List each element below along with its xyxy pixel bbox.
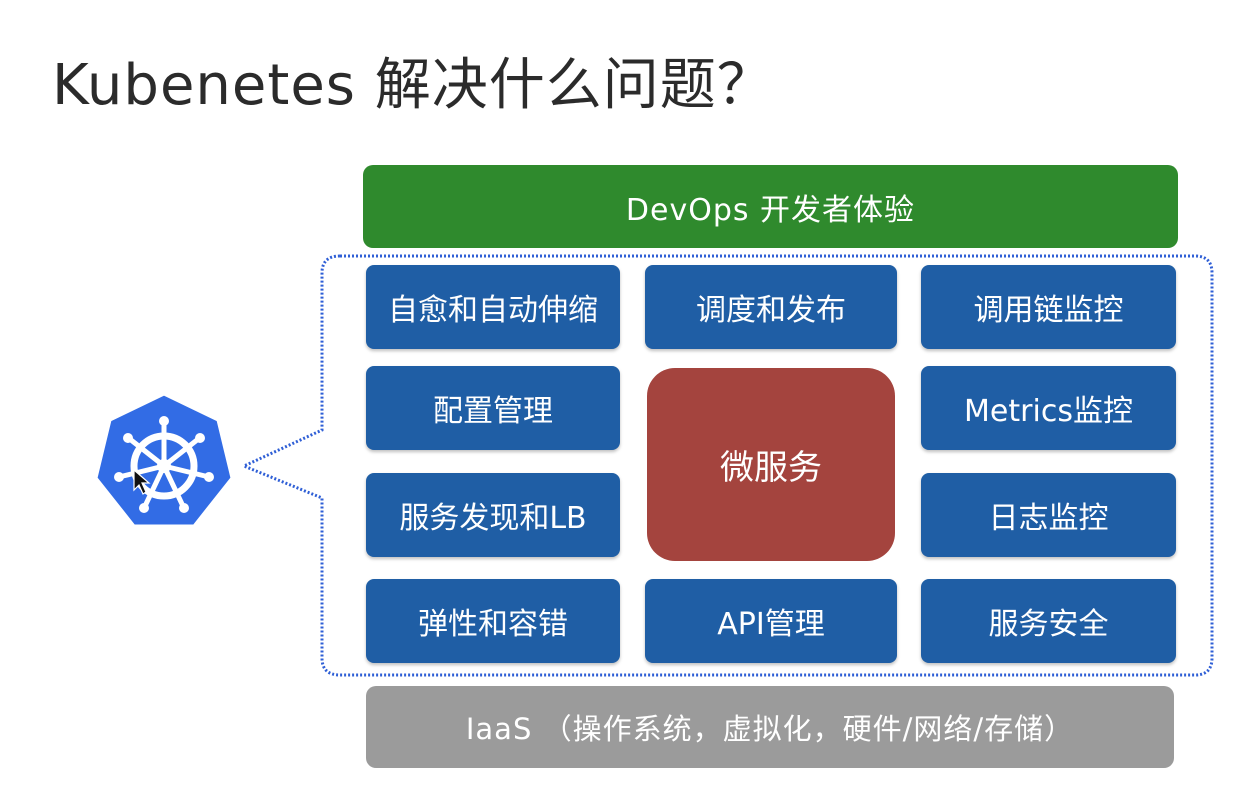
capability-scheduling: 调度和发布 [645, 265, 897, 349]
capability-logging: 日志监控 [921, 473, 1176, 557]
capability-service-discovery: 服务发现和LB [366, 473, 620, 557]
capability-self-healing: 自愈和自动伸缩 [366, 265, 620, 349]
iaas-layer: IaaS （操作系统，虚拟化，硬件/网络/存储） [366, 686, 1174, 768]
capability-resilience: 弹性和容错 [366, 579, 620, 663]
capability-metrics: Metrics监控 [921, 366, 1176, 450]
capability-config-management: 配置管理 [366, 366, 620, 450]
devops-layer: DevOps 开发者体验 [363, 165, 1178, 248]
capability-tracing: 调用链监控 [921, 265, 1176, 349]
microservices-core: 微服务 [647, 368, 895, 561]
capability-api-management: API管理 [645, 579, 897, 663]
capability-security: 服务安全 [921, 579, 1176, 663]
kubernetes-helm-icon [94, 392, 234, 528]
page-title: Kubenetes 解决什么问题？ [52, 53, 774, 118]
